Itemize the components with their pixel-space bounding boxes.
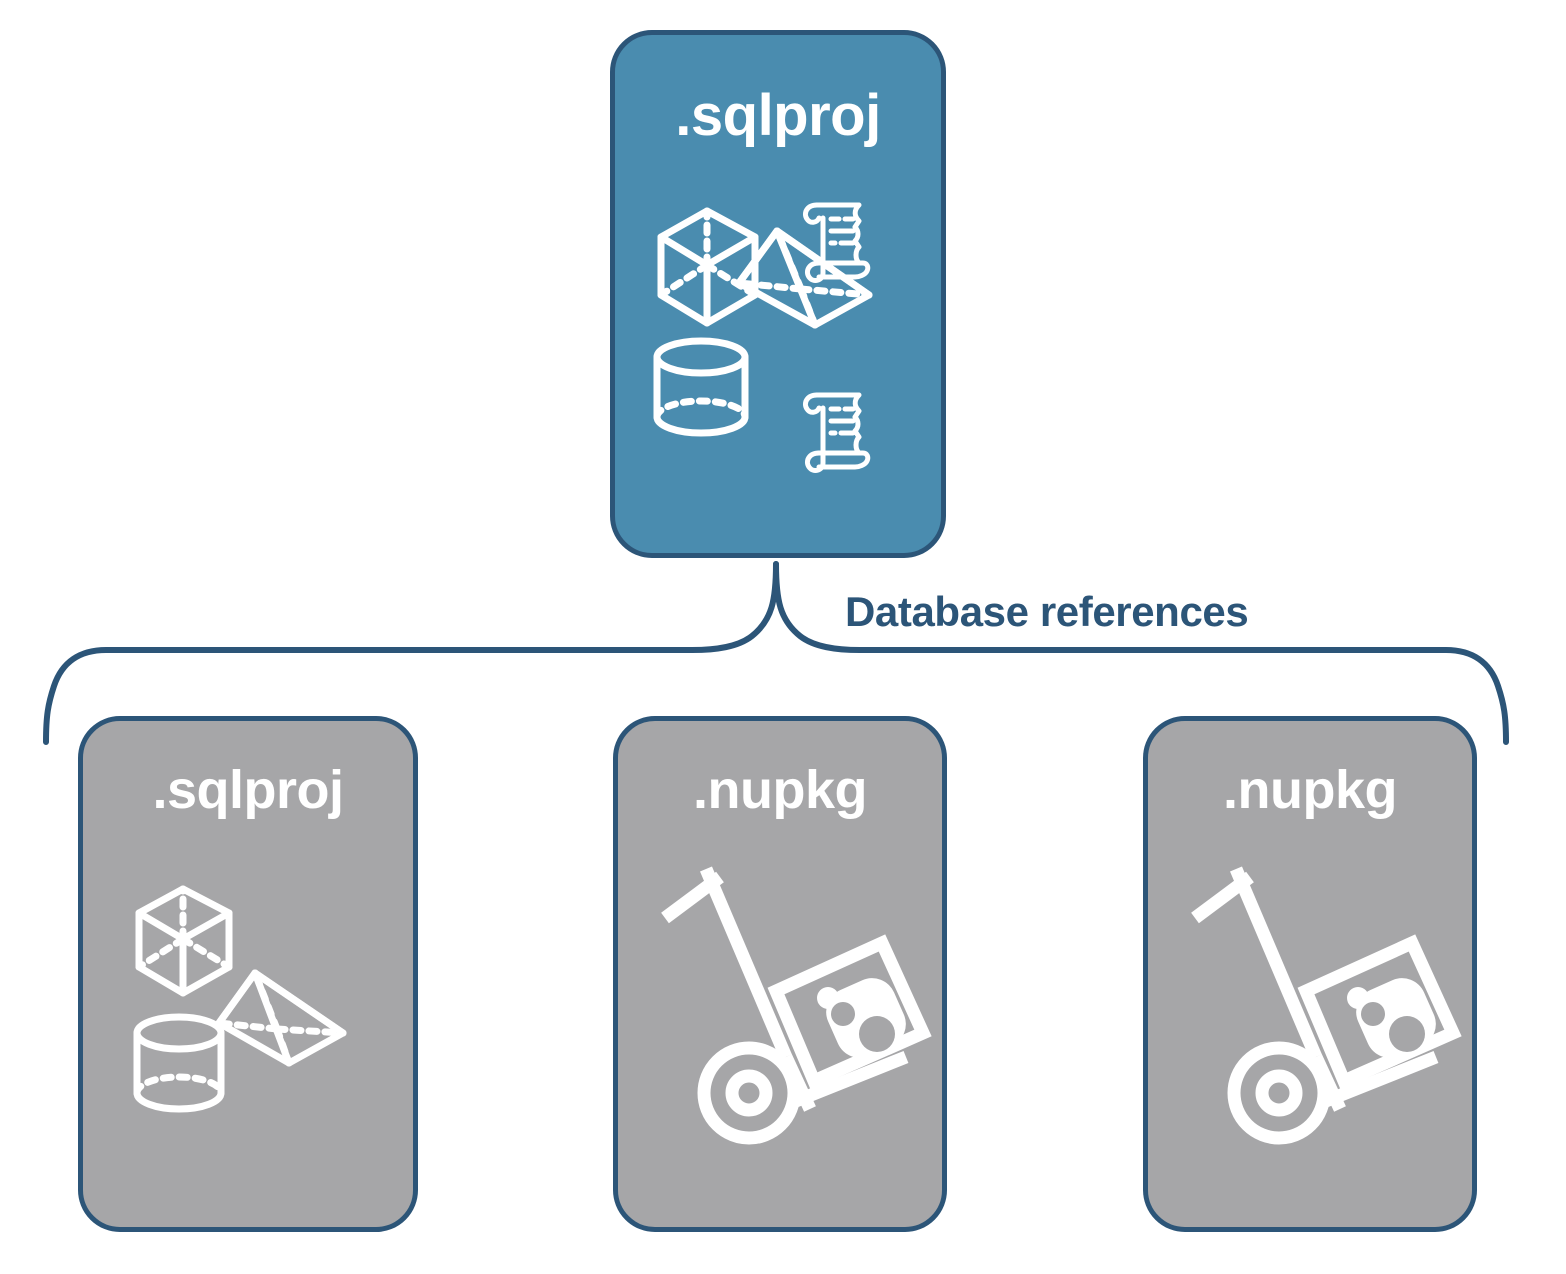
parent-card-icon-group [615, 185, 941, 475]
hand-truck-package-illustration [661, 866, 932, 1145]
child-card-title: .nupkg [693, 760, 867, 820]
nuget-logo-holes [1361, 1002, 1425, 1052]
child-card-icon-group [1148, 851, 1472, 1181]
child-card-icon-group [83, 851, 413, 1181]
child-card-title: .sqlproj [152, 760, 344, 820]
cylinder-icon [653, 337, 749, 437]
cube-icon [657, 207, 759, 327]
hand-truck-package-icon [661, 866, 932, 1145]
script-scroll-icon [802, 392, 871, 473]
child-card-nupkg-2[interactable]: .nupkg [1143, 716, 1477, 1232]
child-card-sqlproj[interactable]: .sqlproj [78, 716, 418, 1232]
hand-truck-package-illustration [1191, 866, 1462, 1145]
script-scroll-icon [802, 202, 871, 283]
database-objects-illustration [133, 885, 347, 1113]
pyramid-icon [735, 227, 873, 329]
pyramid-icon [215, 969, 347, 1067]
child-card-icon-group [618, 851, 942, 1181]
hand-truck-package-icon [1191, 866, 1462, 1145]
brace-label: Database references [845, 588, 1249, 635]
cube-icon [135, 885, 233, 997]
cylinder-icon [133, 1013, 225, 1113]
child-card-title: .nupkg [1223, 760, 1397, 820]
nuget-logo-holes [831, 1002, 895, 1052]
database-objects-illustration [653, 202, 873, 473]
child-card-nupkg-1[interactable]: .nupkg [613, 716, 947, 1232]
parent-card-sqlproj[interactable]: .sqlproj [610, 30, 946, 558]
parent-card-title: .sqlproj [675, 83, 881, 148]
